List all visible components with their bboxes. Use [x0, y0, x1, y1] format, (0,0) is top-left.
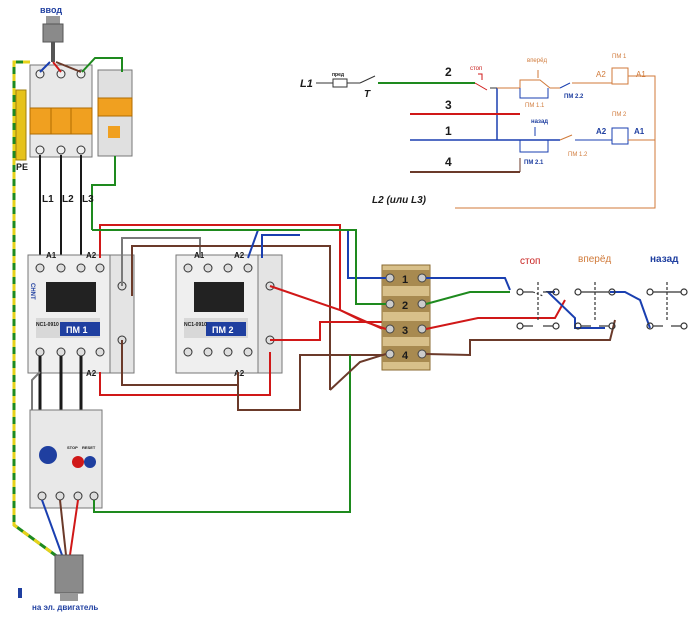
- coil-pm1-symbol: [611, 67, 629, 85]
- sch-node-3: 3: [445, 98, 452, 112]
- terminal-1-label: 1: [402, 274, 408, 286]
- terminal-block: [381, 264, 431, 371]
- pm1-model: NC1-0910: [36, 322, 59, 328]
- motor-label: на эл. двигатель: [32, 603, 98, 612]
- sch-a1-bottom-label: A1: [634, 127, 645, 136]
- pe-busbar: [15, 89, 27, 161]
- contactor-pm2: [175, 254, 283, 374]
- pe-label: PE: [16, 162, 28, 172]
- contactor-pm1: [27, 254, 135, 374]
- input-cable-icon: [42, 16, 64, 62]
- flag-icon: [18, 588, 22, 598]
- terminal-3-label: 3: [402, 325, 408, 337]
- sch-l2l3-label: L2 (или L3): [372, 195, 427, 206]
- pm1-brand: CHNT: [29, 283, 35, 300]
- sch-l1-label: L1: [300, 78, 313, 90]
- pm2-a2-top-label: A2: [234, 251, 245, 260]
- sch-pm11-label: ПМ 1.1: [525, 103, 545, 109]
- motor-cable-icon: [54, 554, 84, 601]
- pm1-label: ПМ 1: [66, 325, 87, 335]
- sch-pm21-label: ПМ 2.1: [524, 160, 544, 166]
- pm1-a2-top-label: A2: [86, 251, 97, 260]
- relay-reset-label: RESET: [82, 445, 96, 450]
- sch-a1-top-label: A1: [636, 70, 646, 79]
- sch-back-label: назад: [531, 119, 548, 125]
- sch-node-1: 1: [445, 124, 452, 138]
- control-breaker: [97, 69, 133, 157]
- terminal-2-label: 2: [402, 300, 408, 312]
- sch-node-2: 2: [445, 65, 452, 79]
- l2-label: L2: [62, 194, 74, 205]
- stop-button-label: стоп: [520, 256, 540, 267]
- sch-a2-top-label: A2: [596, 70, 606, 79]
- pm2-model: NC1-0910: [184, 322, 207, 328]
- sch-pm22-label: ПМ 2.2: [564, 94, 584, 100]
- terminal-4-label: 4: [402, 350, 409, 362]
- sch-forward-label: вперёд: [527, 58, 547, 64]
- coil-pm2-symbol: [611, 127, 629, 145]
- sch-pm1-label: ПМ 1: [612, 54, 627, 60]
- sch-a2-bottom-label: A2: [596, 127, 607, 136]
- pm1-a1-label: A1: [46, 251, 57, 260]
- sch-pm2-label: ПМ 2: [612, 112, 627, 118]
- forward-button[interactable]: [574, 282, 616, 330]
- control-schematic: L1 пред T 2 стоп вперёд ПМ 1.1 ПМ 2.2 A2…: [300, 54, 656, 209]
- sch-node-4: 4: [445, 155, 452, 169]
- sch-pm12-label: ПМ 1.2: [568, 152, 588, 158]
- thermal-relay: [29, 409, 103, 509]
- relay-stop-label: STOP: [67, 445, 78, 450]
- stop-button[interactable]: [516, 282, 560, 330]
- pm2-a2-label: A2: [234, 369, 245, 378]
- sch-stop-label: стоп: [470, 66, 482, 72]
- back-button[interactable]: [646, 282, 688, 330]
- pe-conductor: [12, 60, 63, 562]
- l3-label: L3: [82, 194, 94, 205]
- l1-label: L1: [42, 194, 54, 205]
- forward-button-label: вперёд: [578, 254, 611, 265]
- sch-fuse-label: пред: [332, 72, 345, 78]
- fuse-symbol: [332, 78, 348, 88]
- input-label: ввод: [40, 5, 62, 15]
- back-button-label: назад: [650, 254, 679, 265]
- circuit-breaker-3pole: [29, 64, 93, 158]
- sch-t-label: T: [364, 89, 371, 100]
- pm1-a2-label: A2: [86, 369, 97, 378]
- pm2-label: ПМ 2: [212, 325, 233, 335]
